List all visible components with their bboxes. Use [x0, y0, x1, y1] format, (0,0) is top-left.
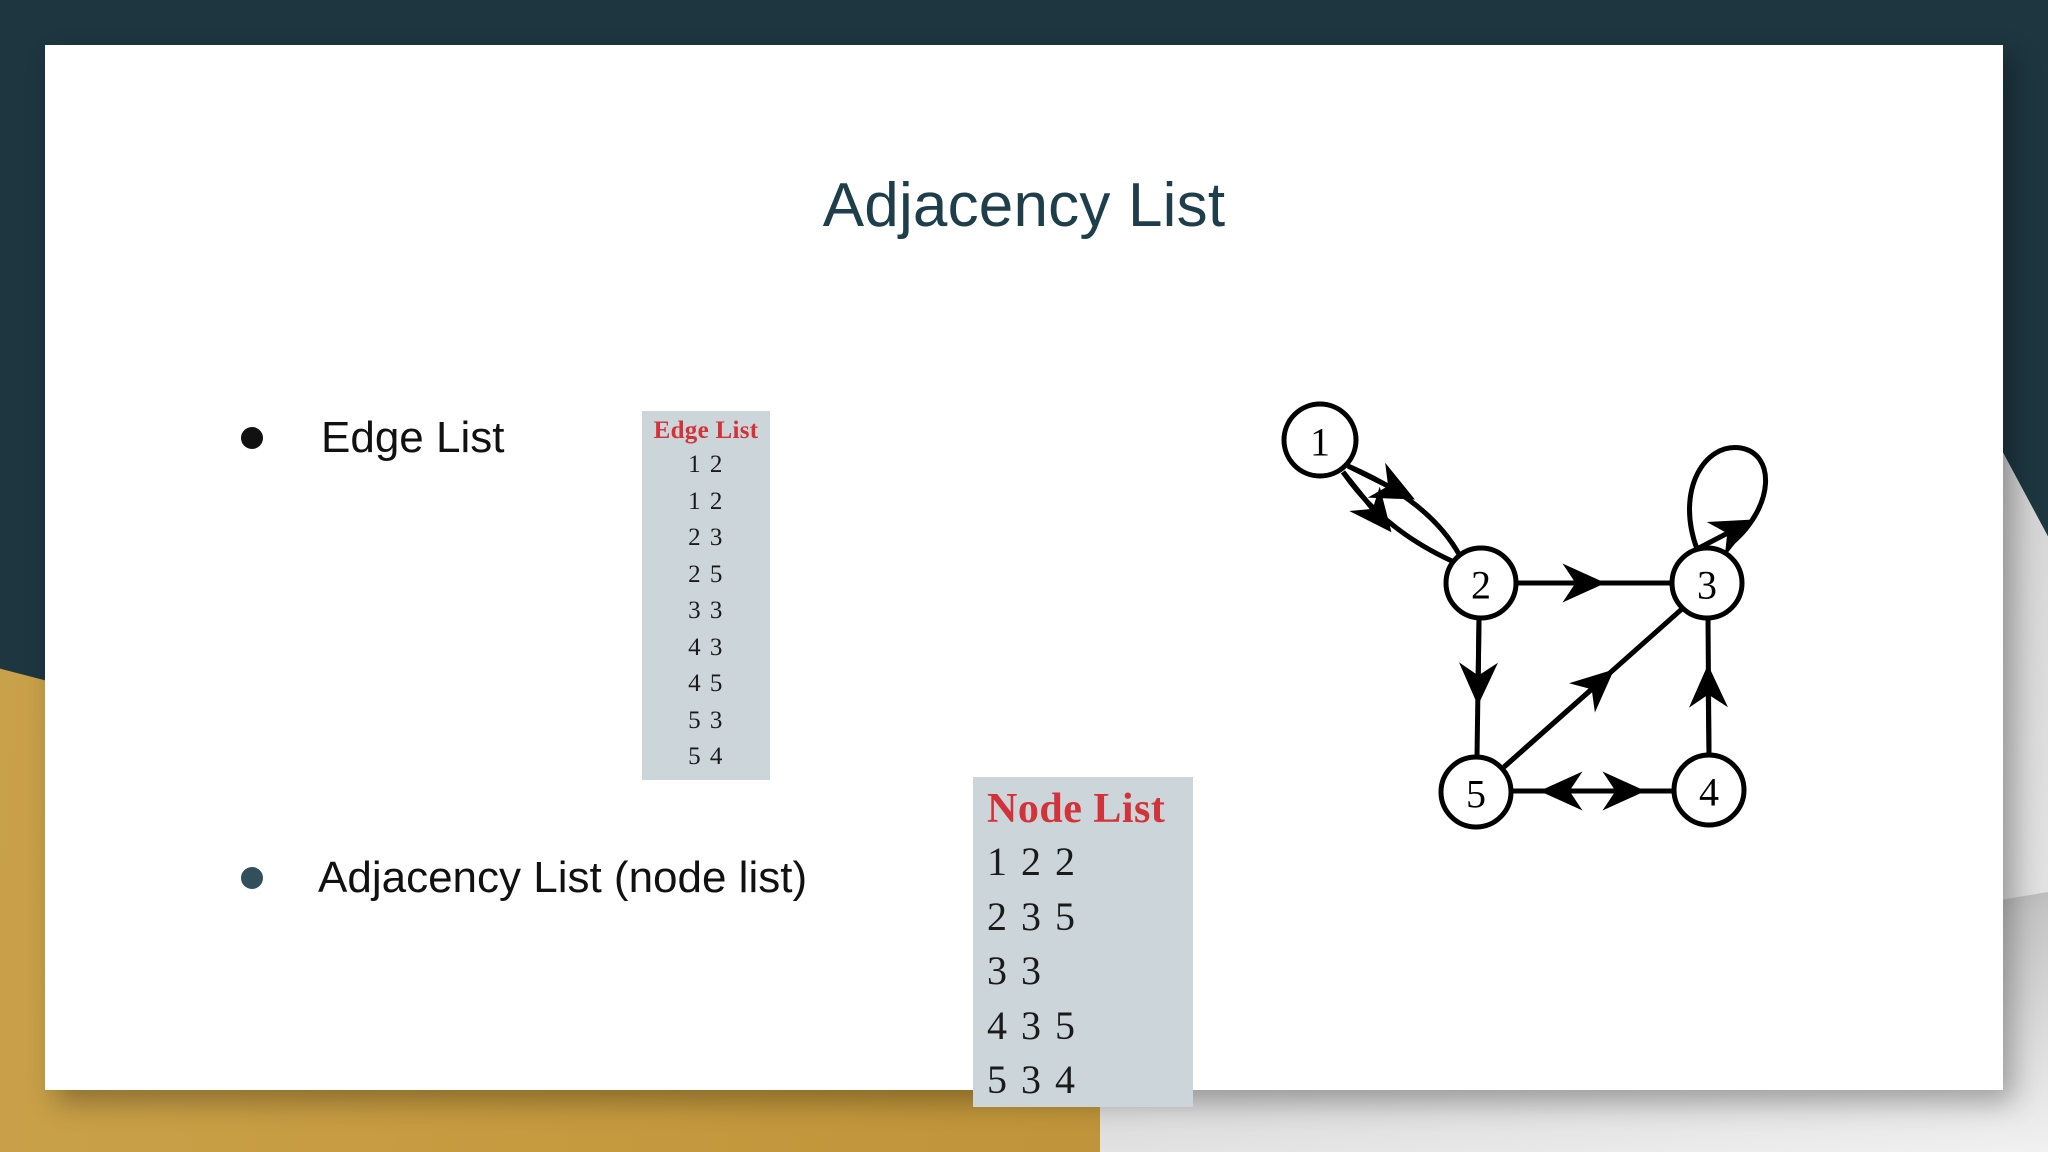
node-list-table: Node List 1 2 2 2 3 5 3 3 4 3 5 5 3 4 — [973, 777, 1193, 1107]
node-list-row: 5 3 4 — [987, 1057, 1077, 1102]
graph-node-1-label: 1 — [1310, 420, 1330, 465]
edge-list-row: 5 4 — [688, 743, 724, 770]
edge-list-table: Edge List 1 2 1 2 2 3 2 5 3 3 4 3 4 5 5 … — [642, 411, 770, 780]
edge-list-row: 1 2 — [688, 451, 724, 478]
node-list-row: 4 3 5 — [987, 1002, 1077, 1048]
bullet-item-edge-list: Edge List — [241, 413, 504, 463]
bullet-item-adjacency-list: Adjacency List (node list) — [241, 853, 807, 903]
page-title: Adjacency List — [822, 171, 1226, 240]
graph-edge-1-2-upper-arrow — [1346, 462, 1415, 500]
edge-list-title: Edge List — [653, 417, 759, 444]
bullet-dot-icon — [241, 427, 263, 449]
bullet-dot-icon — [241, 867, 263, 889]
edge-list-row: 1 2 — [688, 487, 724, 515]
bullet-label-edge-list: Edge List — [321, 413, 505, 462]
slide-content-card: Adjacency List Edge List Adjacency List … — [45, 45, 2003, 1107]
node-list-row: 3 3 — [987, 948, 1043, 993]
graph-edge-2-5-arrow — [1458, 617, 1498, 706]
graph-node-5: 5 — [1438, 754, 1514, 830]
node-list-row: 2 3 5 — [987, 893, 1077, 939]
graph-node-1: 1 — [1281, 401, 1359, 479]
edge-list-row: 3 3 — [688, 597, 724, 624]
edge-list-row: 4 3 — [688, 633, 724, 661]
node-list-title: Node List — [987, 786, 1166, 832]
edge-list-row: 5 3 — [688, 706, 724, 734]
bullet-label-adjacency-list: Adjacency List (node list) — [318, 853, 808, 902]
edge-list-row: 4 5 — [688, 670, 724, 697]
graph-node-4-label: 4 — [1699, 770, 1719, 815]
node-list-row: 1 2 2 — [987, 839, 1077, 884]
graph-edge-1-2-lower-arrow — [1341, 470, 1392, 533]
graph-edge-1-2-lower — [1340, 470, 1456, 565]
graph-node-3: 3 — [1669, 545, 1745, 621]
graph-node-2: 2 — [1443, 545, 1519, 621]
graph-edge-3-self-loop — [1687, 445, 1768, 550]
edge-list-row: 2 5 — [688, 560, 724, 588]
graph-node-4: 4 — [1671, 752, 1747, 828]
graph-node-5-label: 5 — [1466, 772, 1486, 817]
graph-edge-5-3-arrow — [1502, 669, 1615, 769]
graph-node-3-label: 3 — [1697, 563, 1717, 608]
graph-edge-1-2-upper — [1347, 463, 1463, 558]
graph-node-2-label: 2 — [1471, 563, 1491, 608]
edge-list-row: 2 3 — [688, 524, 724, 551]
graph-edge-3-self-loop-arrow — [1695, 519, 1754, 557]
directed-graph-figure: 1 2 3 4 5 — [1255, 370, 1815, 850]
graph-edge-4-3-arrow — [1688, 664, 1728, 756]
